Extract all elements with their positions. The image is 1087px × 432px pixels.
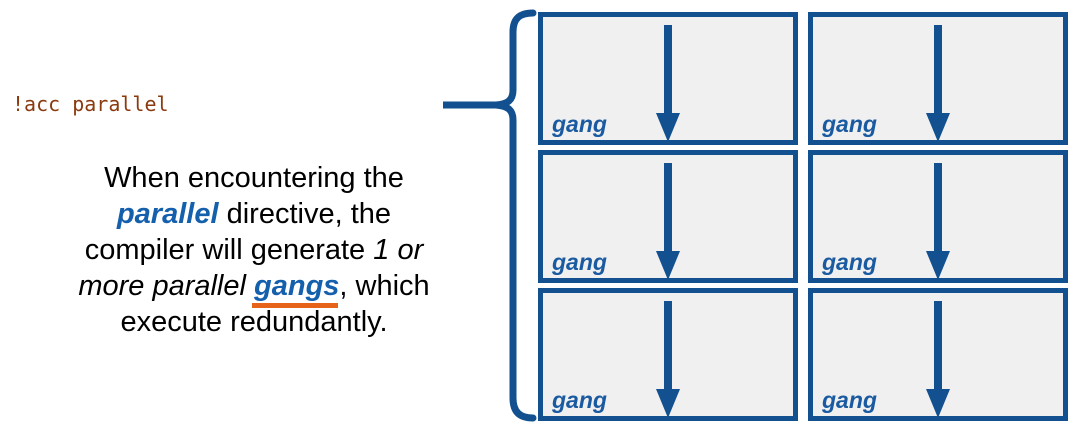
brace-icon <box>443 9 537 422</box>
gang-box[interactable]: gang <box>538 150 798 283</box>
gang-label: gang <box>552 111 607 137</box>
description-text-part1: When encountering the <box>104 162 404 194</box>
acc-parallel-code-text: !acc parallel <box>12 92 169 116</box>
gang-label: gang <box>552 249 607 275</box>
keyword-gangs: gangs <box>252 270 340 308</box>
down-arrow-icon <box>926 25 950 142</box>
gang-label: gang <box>822 387 877 413</box>
description-text-part3: compiler will generate <box>84 234 366 266</box>
down-arrow-icon <box>926 301 950 418</box>
down-arrow-icon <box>656 163 680 280</box>
description-text-part2: directive, the <box>218 198 392 230</box>
gang-box[interactable]: gang <box>538 288 798 421</box>
keyword-parallel: parallel <box>116 198 219 230</box>
emphasis-one-or-more-parallel: 1 or more parallel <box>78 234 424 302</box>
gang-label: gang <box>552 387 607 413</box>
down-arrow-icon <box>926 163 950 280</box>
description-text-part5: redundantly. <box>230 306 388 338</box>
gang-box[interactable]: gang <box>538 12 798 145</box>
down-arrow-icon <box>656 301 680 418</box>
gang-box[interactable]: gang <box>808 12 1068 145</box>
description-paragraph: When encountering the parallel directive… <box>64 160 444 340</box>
gang-box[interactable]: gang <box>808 288 1068 421</box>
gang-box[interactable]: gang <box>808 150 1068 283</box>
gang-grid: gang gang gang gang gang <box>538 12 1070 421</box>
grouping-brace <box>440 0 540 432</box>
gang-label: gang <box>822 111 877 137</box>
description-text-part4: , which execute <box>120 270 430 338</box>
down-arrow-icon <box>656 25 680 142</box>
gang-label: gang <box>822 249 877 275</box>
